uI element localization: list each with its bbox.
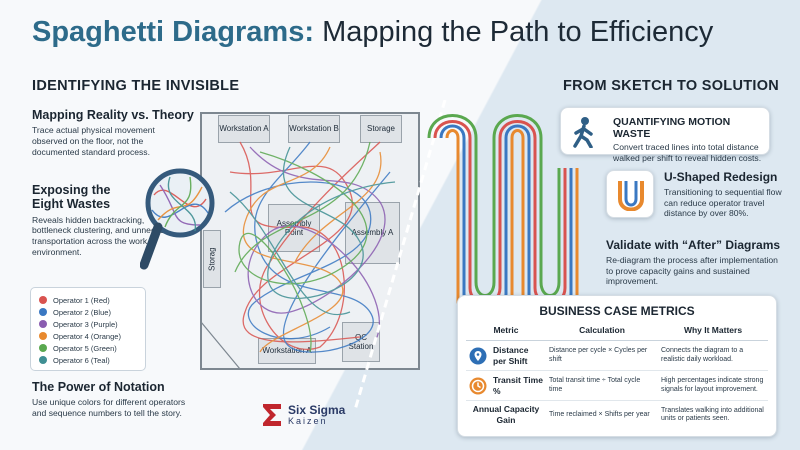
metrics-header-row: Metric Calculation Why It Matters: [466, 322, 768, 341]
why-cell: Connects the diagram to a realistic dail…: [658, 340, 768, 371]
sigma-logo-icon: [263, 404, 281, 426]
table-row: Distance per Shift Distance per cycle × …: [466, 340, 768, 371]
path-operator-2b: [224, 181, 372, 340]
calculation-cell: Distance per cycle × Cycles per shift: [546, 340, 658, 371]
block-text: Use unique colors for different operator…: [32, 397, 186, 419]
legend-color-dot: [39, 332, 47, 340]
quantify-title: QUANTIFYING MOTION WASTE: [613, 116, 731, 140]
logo-line-2: Kaizen: [288, 415, 328, 426]
table-row: Transit Time % Total transit time ÷ Tota…: [466, 370, 768, 401]
why-header: Why It Matters: [658, 322, 768, 341]
title-part-2: Mapping the Path to Efficiency: [322, 16, 714, 48]
legend-item: Operator 5 (Green): [39, 342, 137, 354]
workstation-a-top: Workstation A: [218, 115, 270, 143]
metrics-card: BUSINESS CASE METRICS Metric Calculation…: [457, 295, 777, 437]
legend-label: Operator 6 (Teal): [53, 355, 110, 365]
block-eight-wastes: Exposing the Eight Wastes Reveals hidden…: [32, 183, 212, 258]
validate-text: Re-diagram the process after implementat…: [606, 255, 778, 287]
storage-top: Storage: [360, 115, 402, 143]
u-shape-block: U-Shaped Redesign Transitioning to seque…: [664, 170, 784, 219]
block-mapping-reality: Mapping Reality vs. Theory Trace actual …: [32, 108, 212, 158]
legend-item: Operator 3 (Purple): [39, 318, 137, 330]
title-part-1: Spaghetti Diagrams:: [32, 16, 314, 48]
walking-person-icon: [573, 117, 593, 148]
u-shape-title: U-Shaped Redesign: [664, 170, 778, 184]
legend-color-dot: [39, 356, 47, 364]
metric-cell: Distance per Shift: [466, 340, 546, 371]
path-operator-6: [229, 146, 396, 316]
metric-name: Transit Time %: [493, 375, 543, 396]
legend-item: Operator 6 (Teal): [39, 354, 137, 366]
page-title: Spaghetti Diagrams: Mapping the Path to …: [32, 16, 713, 49]
legend-item: Operator 1 (Red): [39, 294, 137, 306]
legend-label: Operator 4 (Orange): [53, 331, 121, 341]
path-operator-3: [247, 146, 386, 343]
block-title: Exposing the Eight Wastes: [32, 183, 111, 212]
metric-header: Metric: [466, 322, 546, 341]
metric-name: Distance per Shift: [493, 345, 529, 366]
metric-name: Annual Capacity Gain: [472, 404, 540, 426]
legend-label: Operator 2 (Blue): [53, 307, 111, 317]
validate-title: Validate with “After” Diagrams: [606, 238, 781, 252]
legend-color-dot: [39, 296, 47, 304]
metrics-title: BUSINESS CASE METRICS: [539, 304, 695, 318]
metric-cell: Annual Capacity Gain: [466, 401, 546, 430]
location-pin-icon: [469, 347, 487, 364]
calculation-cell: Total transit time ÷ Total cycle time: [546, 370, 658, 401]
operator-legend: Operator 1 (Red) Operator 2 (Blue) Operato…: [30, 287, 146, 371]
legend-label: Operator 3 (Purple): [53, 319, 118, 329]
left-section-heading: IDENTIFYING THE INVISIBLE: [32, 78, 240, 94]
block-power-notation: The Power of Notation Use unique colors …: [32, 380, 232, 419]
calculation-header: Calculation: [546, 322, 658, 341]
floor-plan: Workstation A Workstation B Storage Asse…: [200, 112, 420, 370]
magnifying-glass-icon: [140, 168, 215, 270]
legend-item: Operator 2 (Blue): [39, 306, 137, 318]
path-operator-5: [234, 141, 371, 353]
legend-label: Operator 5 (Green): [53, 343, 117, 353]
validate-block: Validate with “After” Diagrams Re-diagra…: [606, 238, 786, 287]
six-sigma-kaizen-logo: Six Sigma Kaizen: [260, 402, 345, 428]
clock-icon: [469, 377, 487, 394]
legend-color-dot: [39, 308, 47, 316]
block-text: Trace actual physical movement observed …: [32, 125, 155, 157]
path-operator-1b: [229, 165, 361, 343]
legend-label: Operator 1 (Red): [53, 295, 110, 305]
why-cell: Translates walking into additional units…: [661, 407, 764, 423]
legend-color-dot: [39, 320, 47, 328]
block-title: Mapping Reality vs. Theory: [32, 108, 194, 122]
spaghetti-paths: [224, 141, 396, 353]
metrics-table: Metric Calculation Why It Matters Distan…: [466, 322, 768, 430]
u-shape-icon-card: [606, 170, 654, 218]
table-row: Annual Capacity Gain Time reclaimed × Sh…: [466, 401, 768, 430]
logo-line-1: Six Sigma: [288, 402, 346, 417]
block-title: The Power of Notation: [32, 380, 165, 394]
legend-color-dot: [39, 344, 47, 352]
workstation-b: Workstation B: [288, 115, 340, 143]
quantify-text: Convert traced lines into total distance…: [613, 142, 762, 163]
path-operator-2: [254, 141, 391, 353]
quantify-card: QUANTIFYING MOTION WASTE Convert traced …: [560, 107, 770, 163]
section-divider: [353, 100, 447, 411]
why-cell: High percentages indicate strong signals…: [658, 370, 768, 401]
path-operator-4: [242, 146, 382, 353]
block-text: Reveals hidden backtracking, bottleneck …: [32, 214, 181, 257]
legend-item: Operator 4 (Orange): [39, 330, 137, 342]
u-shape-text: Transitioning to sequential flow can red…: [664, 187, 782, 219]
metric-cell: Transit Time %: [466, 370, 546, 401]
calculation-cell: Time reclaimed × Shifts per year: [549, 411, 650, 419]
right-section-heading: FROM SKETCH TO SOLUTION: [563, 78, 780, 94]
u-shape-icon: [618, 181, 644, 211]
